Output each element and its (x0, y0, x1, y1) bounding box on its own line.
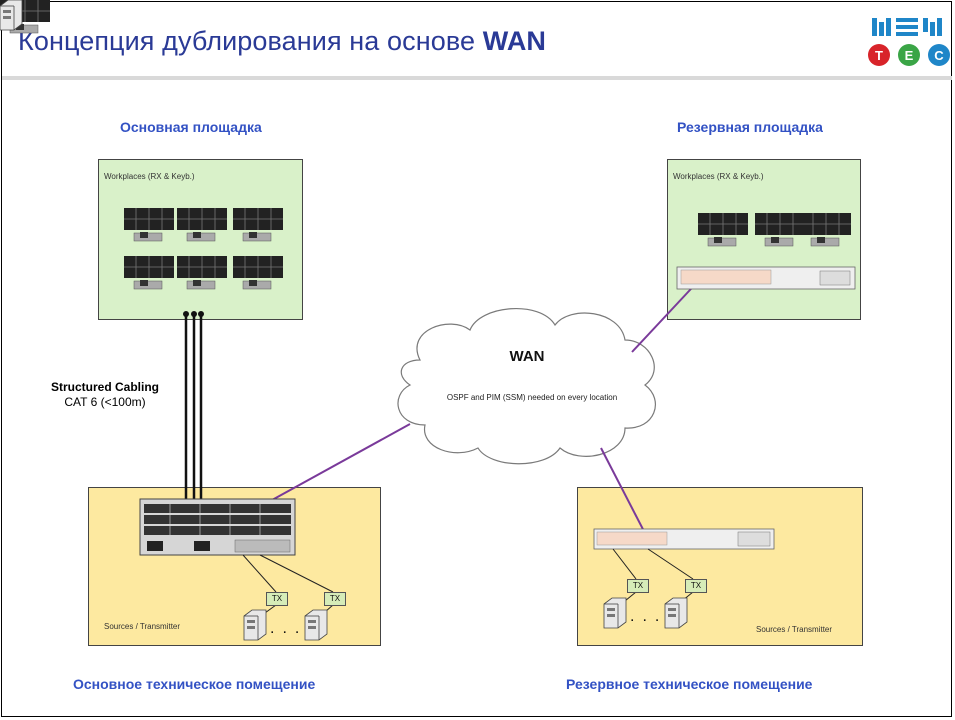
more-sources-ellipsis: ... (270, 620, 308, 637)
primary-matrix-chassis (139, 498, 296, 556)
logo-letter-c: C (934, 48, 944, 63)
wan-link-backup-tech (600, 447, 649, 540)
page-title: Концепция дублирования на основе WAN (18, 26, 546, 57)
backup-tech-room-label: Резервное техническое помещение (566, 676, 813, 692)
cabling-label: Structured Cabling CAT 6 (<100m) (30, 380, 180, 410)
wan-note: OSPF and PIM (SSM) needed on every locat… (446, 393, 618, 402)
backup-sources-label: Sources / Transmitter (756, 625, 833, 634)
title-text: Концепция дублирования на основе (18, 26, 476, 56)
tx-box: TX (266, 592, 288, 606)
primary-workstations (0, 0, 284, 290)
title-bold: WAN (482, 26, 547, 56)
more-sources-ellipsis: ... (630, 608, 668, 625)
company-logo: T E C (868, 18, 950, 66)
tx-box: TX (627, 579, 649, 593)
logo-letter-t: T (875, 48, 883, 63)
cabling-title: Structured Cabling (50, 380, 159, 394)
title-divider (2, 76, 952, 80)
backup-site-label: Резервная площадка (677, 119, 823, 135)
cabling-spec: CAT 6 (<100m) (64, 395, 146, 409)
logo-letter-e: E (905, 48, 914, 63)
wan-cloud (397, 307, 656, 465)
tx-box: TX (324, 592, 346, 606)
primary-sources-label: Sources / Transmitter (104, 622, 181, 631)
primary-source-pcs (0, 0, 328, 641)
structured-cabling (184, 314, 203, 522)
backup-site-switch (676, 266, 856, 290)
cable-connectors (183, 311, 204, 317)
primary-tech-room-label: Основное техническое помещение (73, 676, 316, 692)
backup-workstations (697, 212, 852, 247)
backup-workplaces-label: Workplaces (RX & Keyb.) (673, 172, 764, 181)
backup-tech-switch (593, 528, 775, 550)
tx-box: TX (685, 579, 707, 593)
primary-site-label: Основная площадка (120, 119, 262, 135)
wan-link-primary-tech (262, 423, 411, 506)
wan-title: WAN (509, 348, 545, 365)
primary-workplaces-label: Workplaces (RX & Keyb.) (104, 172, 195, 181)
